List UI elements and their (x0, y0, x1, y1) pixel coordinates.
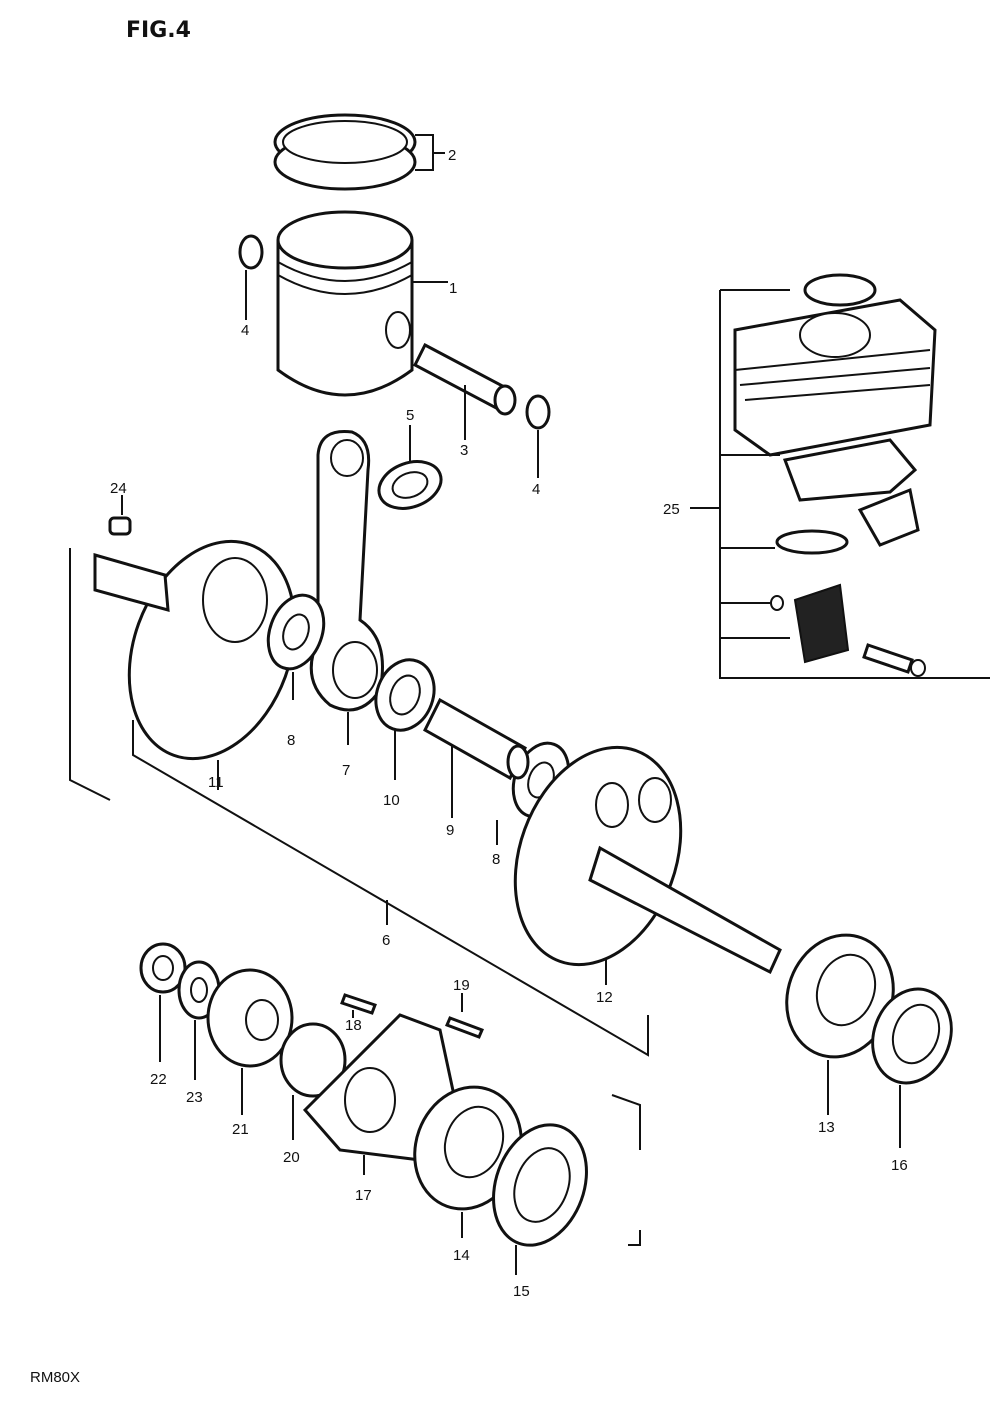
label-21: 21 (232, 1121, 249, 1138)
woodruff-key (108, 495, 132, 536)
label-7: 7 (342, 762, 350, 779)
right-crank-half (513, 745, 782, 985)
right-bearing-and-seal (785, 933, 953, 1148)
label-2: 2 (448, 147, 456, 164)
label-15: 15 (513, 1283, 530, 1300)
label-24: 24 (110, 480, 127, 497)
label-5: 5 (406, 407, 414, 424)
figure-title: FIG.4 (126, 18, 191, 43)
label-3: 3 (460, 442, 468, 459)
label-17: 17 (355, 1187, 372, 1204)
left-bearing-and-seal (413, 1085, 641, 1275)
circlips (238, 234, 551, 478)
label-10: 10 (383, 792, 400, 809)
model-code: RM80X (30, 1369, 80, 1386)
cylinder-set-inset (690, 273, 990, 679)
label-25: 25 (663, 501, 680, 518)
crankshaft-assembly-bracket (69, 548, 649, 1057)
label-13: 13 (818, 1119, 835, 1136)
label-11: 11 (208, 774, 224, 791)
bearing-retainer-plate (302, 993, 484, 1175)
piston-pin (413, 342, 517, 440)
label-18: 18 (345, 1017, 362, 1034)
left-crank-half (93, 539, 297, 790)
label-20: 20 (283, 1149, 300, 1166)
piston (276, 210, 448, 397)
part-labels: 1 2 3 4 4 5 6 7 8 8 9 10 11 12 13 14 15 … (110, 147, 908, 1300)
label-23: 23 (186, 1089, 203, 1106)
connecting-rod (309, 429, 384, 745)
primary-drive-gear-group (139, 942, 347, 1140)
label-1: 1 (449, 280, 457, 297)
label-8a: 8 (287, 732, 295, 749)
label-12: 12 (596, 989, 613, 1006)
crank-pin (423, 697, 530, 818)
big-end-bearing (374, 658, 436, 780)
label-6: 6 (382, 932, 390, 949)
small-end-bearing (377, 425, 443, 510)
label-4a: 4 (241, 322, 249, 339)
label-9: 9 (446, 822, 454, 839)
label-19: 19 (453, 977, 470, 994)
label-22: 22 (150, 1071, 167, 1088)
label-14: 14 (453, 1247, 470, 1264)
label-8b: 8 (492, 851, 500, 868)
label-16: 16 (891, 1157, 908, 1174)
piston-rings (273, 113, 445, 191)
label-4b: 4 (532, 481, 540, 498)
